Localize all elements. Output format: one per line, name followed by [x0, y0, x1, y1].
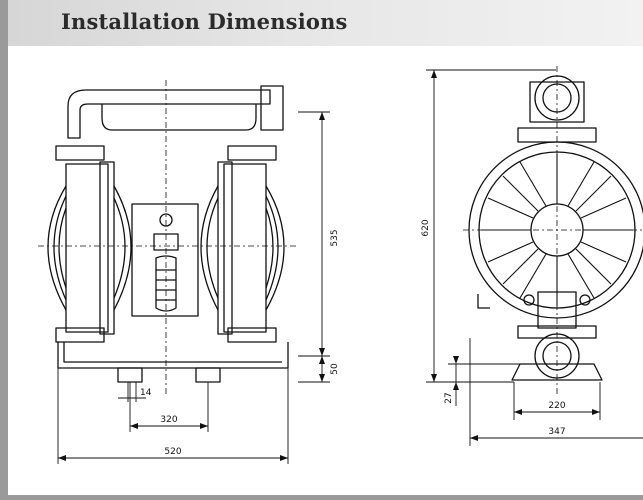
bottom-manifold	[57, 342, 289, 369]
left-inner-diaphragm	[113, 185, 132, 311]
air-valve-body	[131, 203, 199, 317]
page-title: Installation Dimensions	[61, 9, 348, 34]
side-arrowheads	[431, 70, 600, 441]
dim-label-14: 14	[140, 388, 152, 398]
dim-label-27: 27	[444, 392, 454, 403]
left-border	[0, 0, 8, 500]
left-housing	[65, 163, 109, 333]
left-diaphragm	[47, 185, 67, 311]
front-arrowheads	[58, 112, 325, 461]
manifold-lower	[101, 104, 257, 131]
right-inner-diaphragm	[200, 185, 219, 311]
left-bottom-clamp	[55, 327, 105, 343]
side-centerlines	[463, 66, 643, 396]
dim-label-347: 347	[548, 427, 565, 437]
left-cover-plate	[99, 161, 115, 335]
dim-label-520: 520	[164, 447, 181, 457]
left-top-clamp	[55, 145, 105, 161]
left-clamp-bolt	[523, 294, 535, 306]
front-centerlines	[38, 80, 298, 396]
front-dimension-lines	[57, 111, 330, 464]
side-base	[511, 363, 603, 381]
dim-label-220: 220	[548, 401, 565, 411]
right-clamp-bolt	[579, 294, 591, 306]
right-foot	[195, 367, 221, 383]
right-top-clamp	[227, 145, 277, 161]
right-bottom-clamp	[227, 327, 277, 343]
right-diaphragm	[265, 185, 285, 311]
side-top-clamp	[517, 127, 597, 143]
exhaust-muffler	[155, 255, 177, 312]
bottom-border	[0, 495, 643, 500]
outlet-flange	[260, 85, 284, 131]
right-cover-plate	[217, 161, 233, 335]
dim-label-320: 320	[160, 415, 177, 425]
dim-label-620: 620	[421, 219, 431, 236]
dim-label-535: 535	[330, 229, 340, 246]
dim-label-50: 50	[330, 363, 340, 375]
side-bottom-clamp	[517, 325, 597, 339]
front-view	[47, 85, 289, 383]
right-housing	[223, 163, 267, 333]
top-manifold	[67, 89, 271, 139]
pump-drawing-svg: 535 50 14 320 520 620 27 220 347	[38, 66, 643, 464]
side-view	[468, 75, 643, 381]
header-bar: Installation Dimensions	[8, 0, 643, 46]
left-foot	[117, 367, 143, 383]
technical-drawing: 535 50 14 320 520 620 27 220 347	[8, 46, 643, 495]
